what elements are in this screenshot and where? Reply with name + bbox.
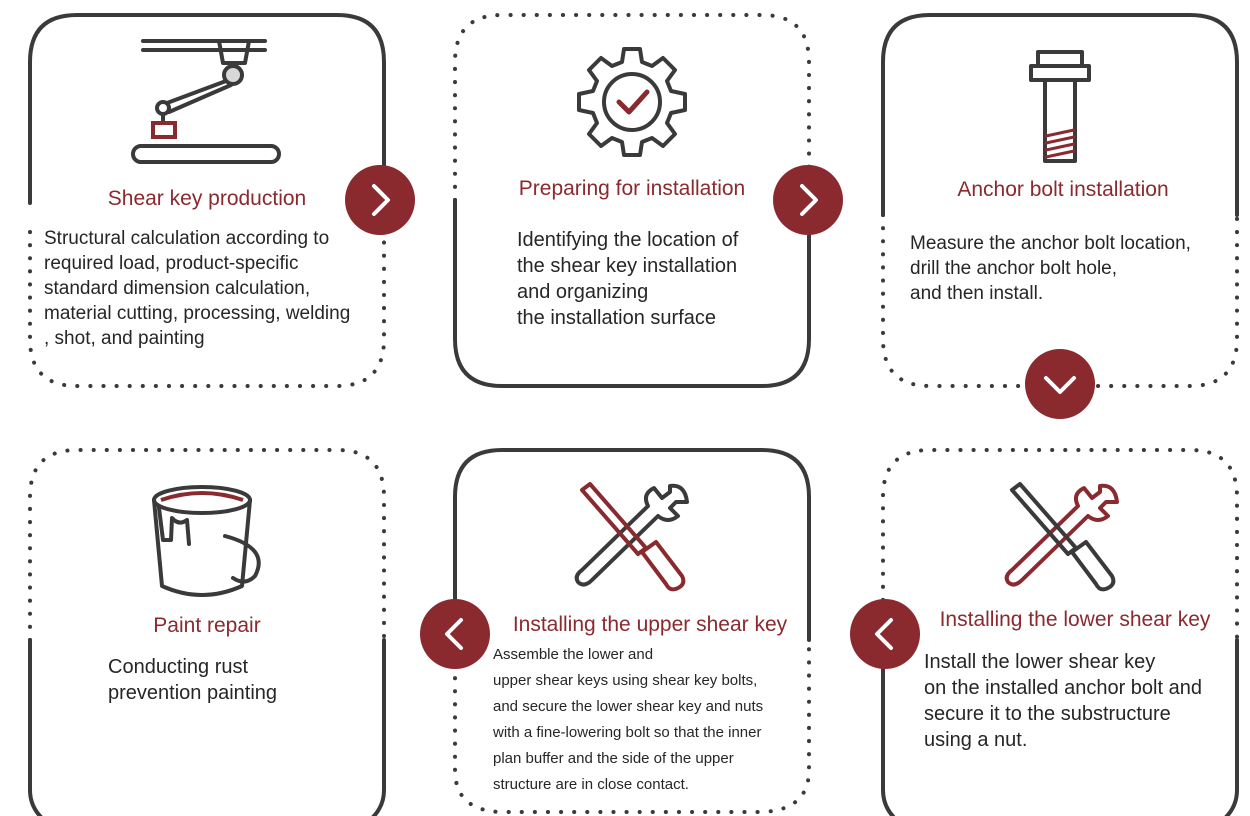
gear-check-icon [577, 47, 687, 157]
step-title: Installing the upper shear key [512, 613, 788, 636]
step-description: Structural calculation according to requ… [44, 228, 351, 349]
step-title: Anchor bolt installation [957, 178, 1169, 201]
bolt-icon [1029, 50, 1091, 163]
step-title: Shear key production [107, 187, 307, 210]
next-step-arrow [420, 599, 490, 669]
step-title: Installing the lower shear key [939, 608, 1211, 631]
chevron-right-icon [800, 184, 818, 216]
step-description: Measure the anchor bolt location, drill … [910, 233, 1191, 304]
next-step-arrow [850, 599, 920, 669]
paint-bucket-icon [152, 485, 261, 597]
chevron-down-icon [1044, 376, 1076, 394]
step-description: Conducting rust prevention painting [108, 656, 278, 704]
wrench-screwdriver-icon [574, 482, 689, 592]
chevron-left-icon [875, 618, 893, 650]
step-description: Assemble the lower and upper shear keys … [493, 646, 764, 793]
chevron-left-icon [445, 618, 463, 650]
wrench-screwdriver-icon [1004, 482, 1119, 592]
next-step-arrow [773, 165, 843, 235]
step-description: Install the lower shear key on the insta… [924, 651, 1202, 751]
robot-arm-icon [131, 39, 281, 164]
chevron-right-icon [372, 184, 390, 216]
next-step-arrow [345, 165, 415, 235]
step-title: Preparing for installation [518, 177, 746, 200]
step-description: Identifying the location of the shear ke… [517, 229, 739, 329]
next-step-arrow [1025, 349, 1095, 419]
step-title: Paint repair [153, 614, 261, 637]
